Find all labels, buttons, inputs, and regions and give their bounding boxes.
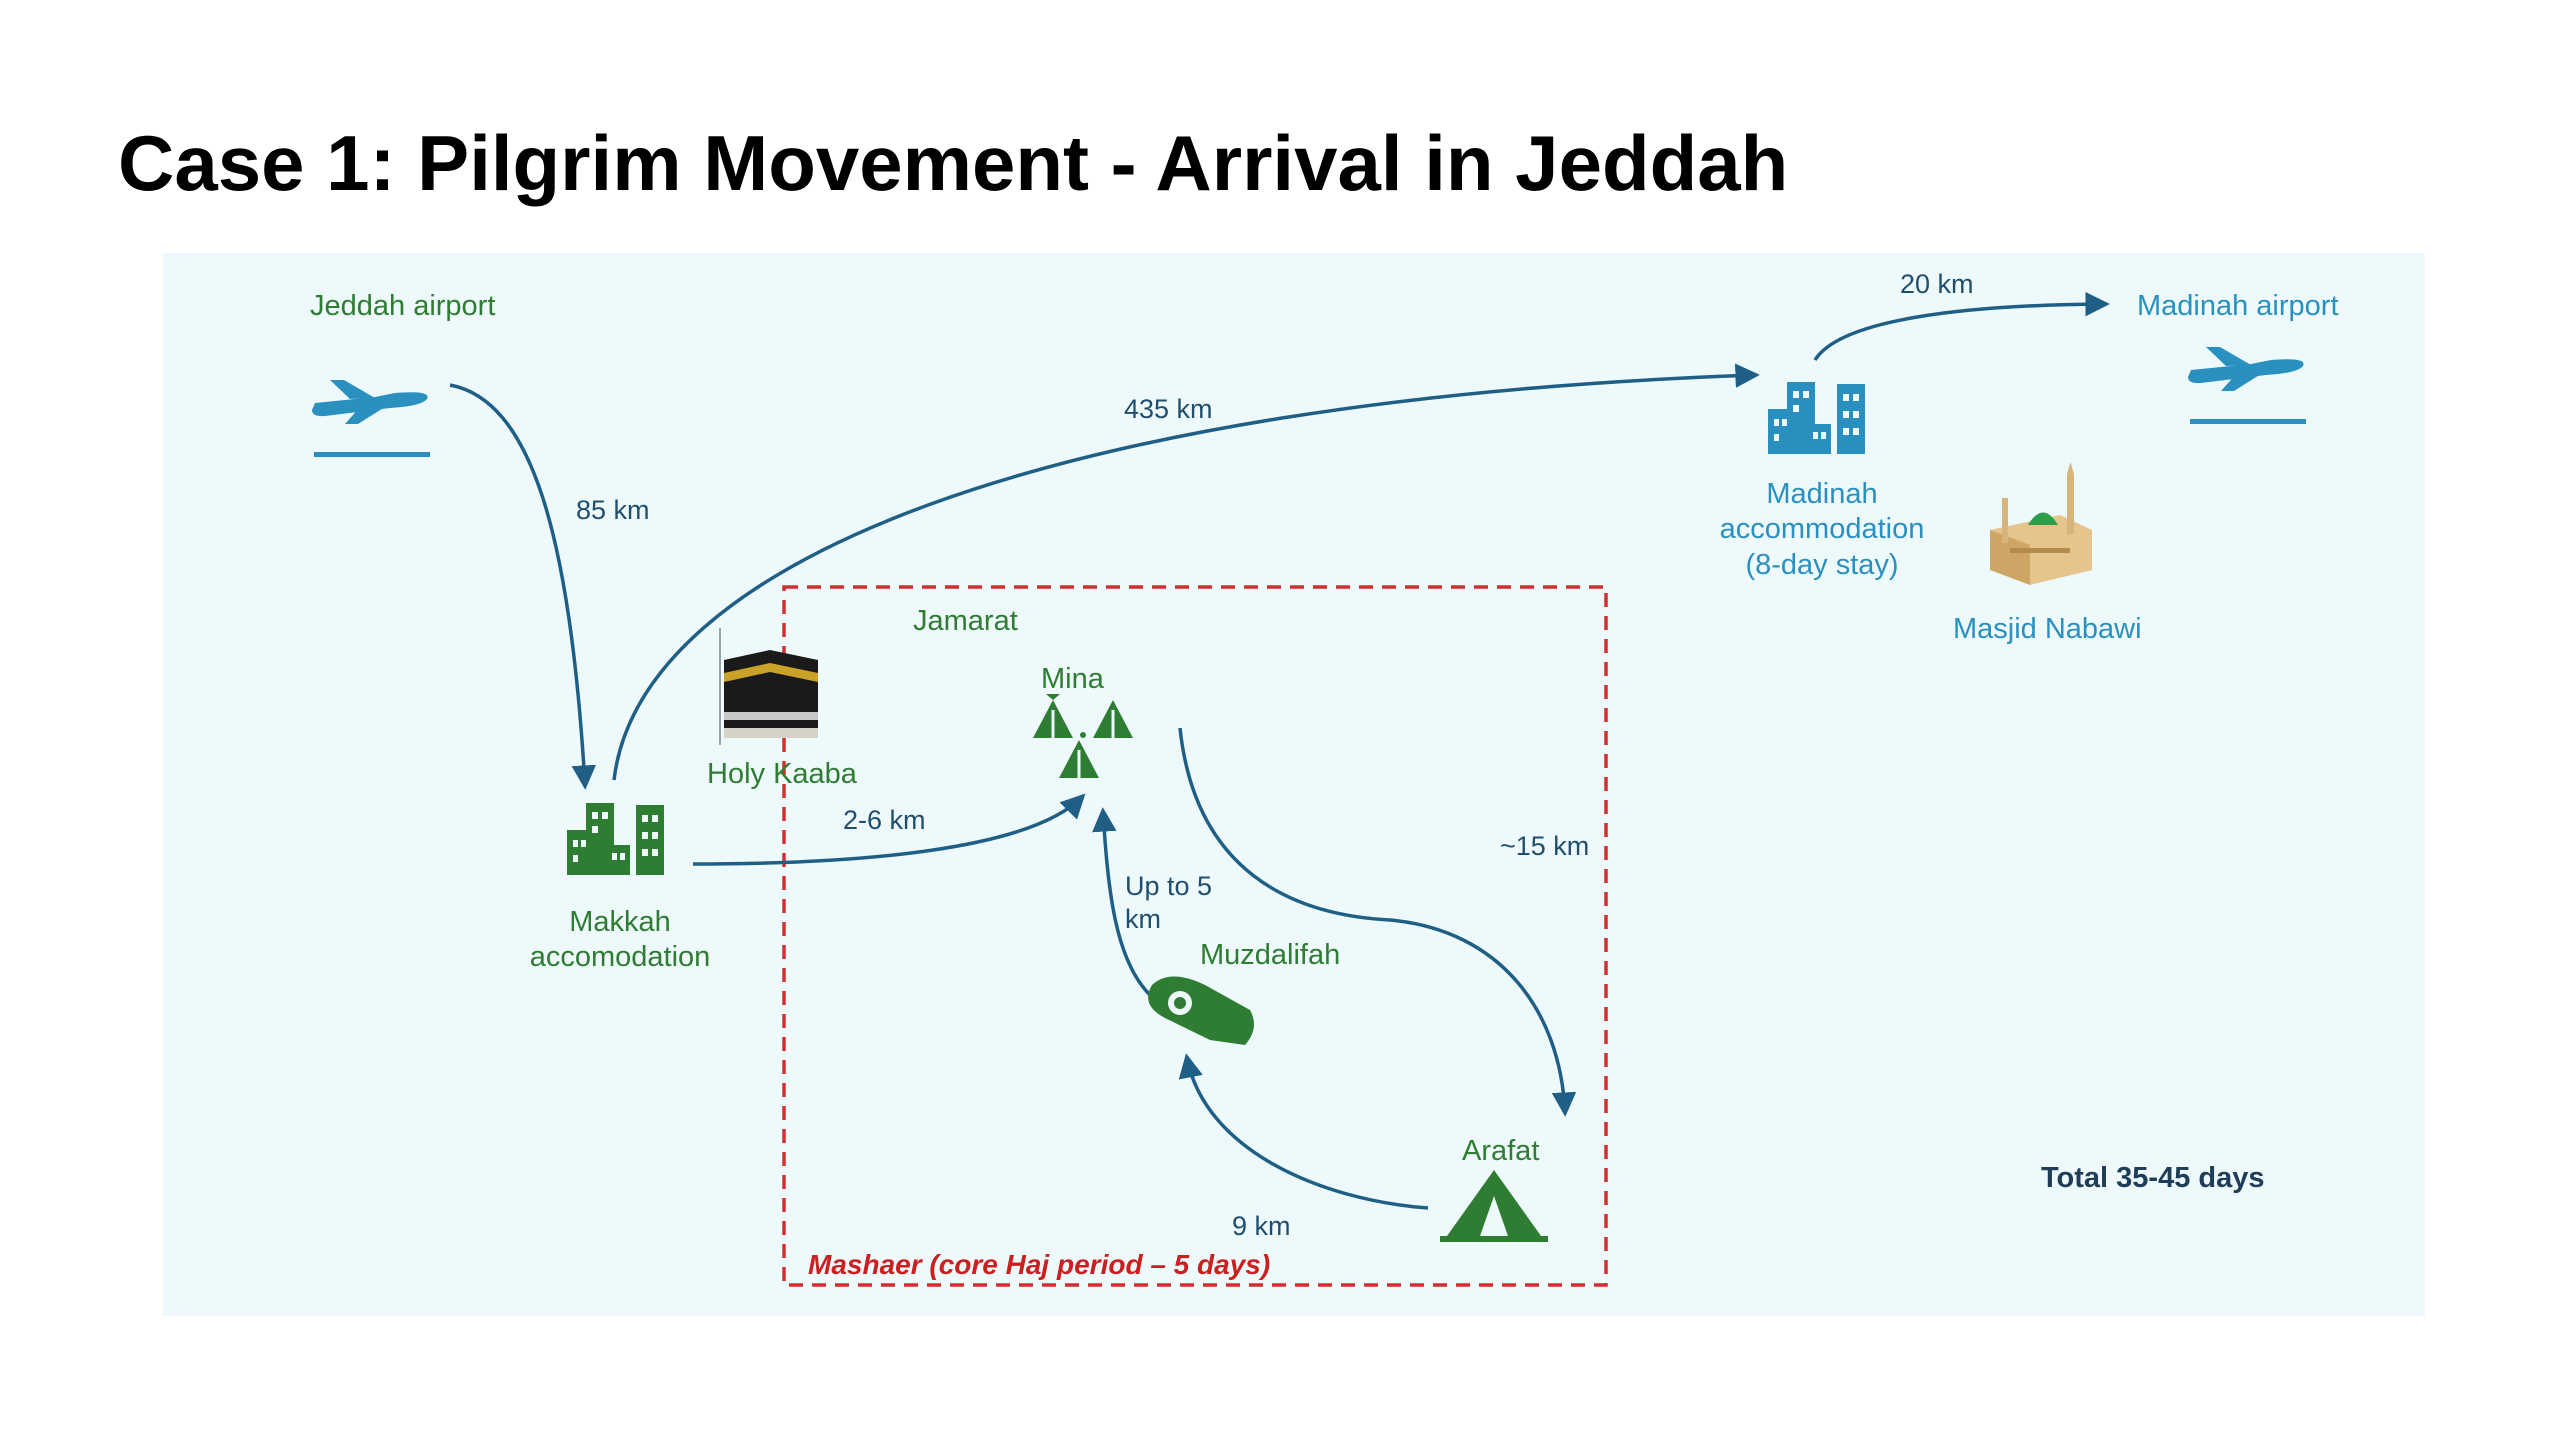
muzdalifah-pebble-bag-icon xyxy=(1148,977,1254,1046)
madinah-accommodation-line-1: Madinah xyxy=(1720,477,1925,512)
mashaer-label: Mashaer (core Haj period – 5 days) xyxy=(808,1248,1270,1282)
holy-kaaba-label: Holy Kaaba xyxy=(707,757,857,792)
arafat-label: Arafat xyxy=(1462,1134,1539,1169)
makkah-buildings-icon xyxy=(567,803,664,875)
kaaba-icon xyxy=(720,628,818,745)
route-mina-to-arafat xyxy=(1180,728,1565,1112)
jeddah-airplane-icon xyxy=(312,380,430,457)
mina-label: Mina xyxy=(1041,662,1104,697)
jeddah-airport-label: Jeddah airport xyxy=(310,289,495,324)
route-madinah-to-airport xyxy=(1815,304,2105,360)
jamarat-label: Jamarat xyxy=(913,604,1018,639)
distance-muzdalifah-mina: Up to 5 km xyxy=(1125,870,1212,936)
madinah-accommodation-line-2: accommodation xyxy=(1720,512,1925,547)
madinah-airplane-icon xyxy=(2188,347,2306,424)
madinah-airport-label: Madinah airport xyxy=(2137,289,2339,324)
madinah-accommodation-label: Madinah accommodation (8-day stay) xyxy=(1720,477,1925,583)
distance-makkah-mina: 2-6 km xyxy=(843,804,926,837)
distance-muzdalifah-mina-line-1: Up to 5 xyxy=(1125,870,1212,903)
masjid-nabawi-icon xyxy=(1990,462,2092,585)
makkah-accommodation-line-1: Makkah xyxy=(530,905,711,940)
route-jeddah-to-makkah xyxy=(450,385,585,785)
distance-makkah-madinah: 435 km xyxy=(1124,393,1213,426)
distance-muzdalifah-mina-line-2: km xyxy=(1125,903,1212,936)
masjid-nabawi-label: Masjid Nabawi xyxy=(1953,612,2142,647)
makkah-accommodation-line-2: accomodation xyxy=(530,940,711,975)
distance-arafat-muzdalifah: 9 km xyxy=(1232,1210,1291,1243)
muzdalifah-label: Muzdalifah xyxy=(1200,938,1340,973)
total-duration-label: Total 35-45 days xyxy=(2041,1161,2265,1196)
distance-jeddah-makkah: 85 km xyxy=(576,494,650,527)
distance-madinah-airport: 20 km xyxy=(1900,268,1974,301)
mina-tents-icon xyxy=(1033,694,1133,778)
arafat-tent-icon xyxy=(1440,1170,1548,1242)
madinah-accommodation-line-3: (8-day stay) xyxy=(1720,548,1925,583)
route-arafat-to-muzdalifah xyxy=(1187,1058,1428,1208)
madinah-buildings-icon xyxy=(1768,382,1865,454)
distance-mina-arafat: ~15 km xyxy=(1500,830,1589,863)
makkah-accommodation-label: Makkah accomodation xyxy=(530,905,711,976)
mashaer-boundary xyxy=(784,587,1606,1285)
